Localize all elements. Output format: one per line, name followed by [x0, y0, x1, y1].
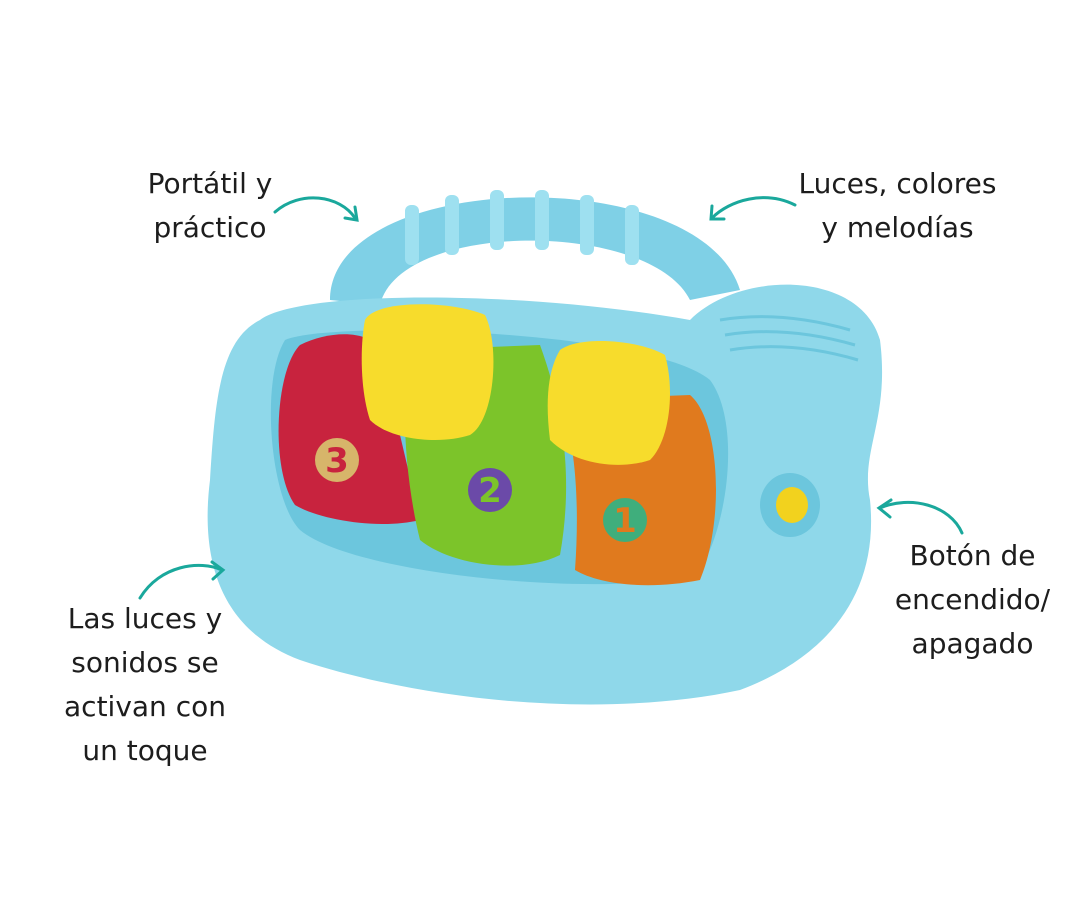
- label-lights-colors-melodies: Luces, colores y melodías: [798, 167, 997, 244]
- handle-ridges: [405, 190, 639, 265]
- arrow-portable: [273, 196, 357, 220]
- label-portable: Portátil y práctico: [147, 167, 273, 244]
- key-number-3: 3: [325, 441, 349, 481]
- yellow-key-left[interactable]: [361, 304, 494, 440]
- label-touch-activation: Las luces y sonidos se activan con un to…: [64, 602, 226, 767]
- yellow-key-right[interactable]: [547, 340, 670, 465]
- key-number-badges: 3 2 1: [315, 438, 647, 542]
- key-number-2: 2: [478, 471, 502, 511]
- label-power-button: Botón de encendido/ apagado: [894, 539, 1051, 660]
- annotation-arrows: [138, 196, 964, 600]
- speaker-grille: [719, 315, 859, 362]
- key-number-1: 1: [613, 501, 637, 541]
- power-button[interactable]: [776, 487, 808, 523]
- arrow-power: [878, 500, 964, 535]
- arrow-touch: [138, 563, 224, 600]
- arrow-lights: [710, 196, 797, 220]
